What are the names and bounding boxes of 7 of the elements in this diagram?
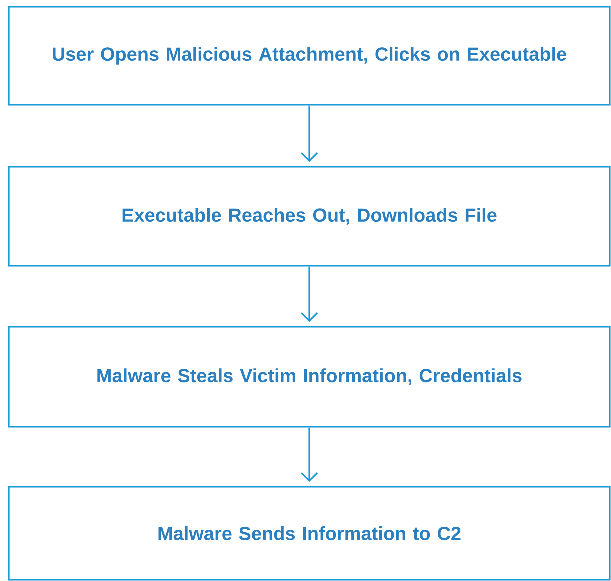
process-box: Malware Steals Victim Information, Credentials: [8, 326, 611, 428]
process-box: User Opens Malicious Attachment, Clicks on Executable: [8, 6, 611, 106]
process-box: Executable Reaches Out, Downloads File: [8, 166, 611, 267]
arrow: [300, 428, 318, 482]
arrow: [300, 106, 318, 162]
process-box: Malware Sends Information to C2: [8, 486, 611, 581]
arrow: [300, 266, 318, 322]
